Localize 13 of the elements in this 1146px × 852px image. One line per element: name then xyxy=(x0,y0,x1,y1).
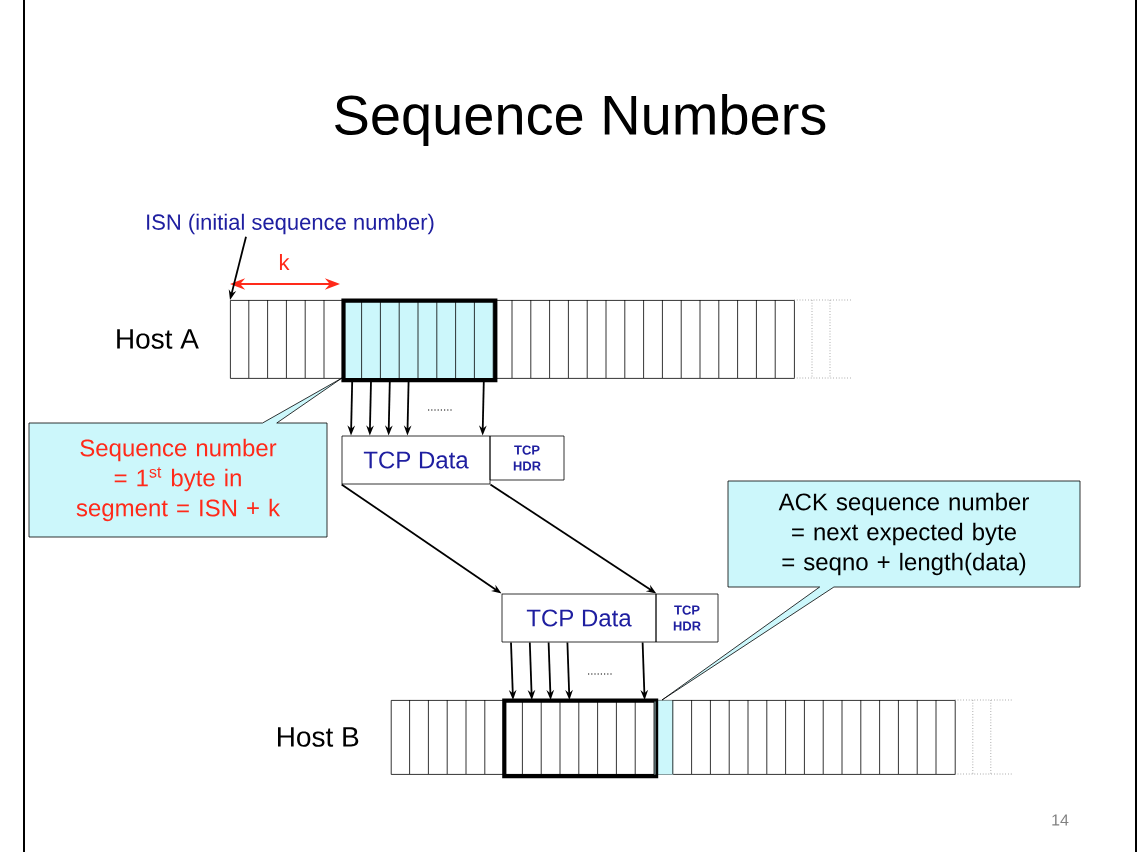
annotation-text: ISN (initial sequence number) xyxy=(147,213,434,235)
data-box: TCP Data xyxy=(501,593,657,643)
segment-box xyxy=(342,300,496,381)
segment-box xyxy=(503,700,657,777)
byte-strip xyxy=(390,700,956,775)
callout-box: Sequence number = 1$^{st}$ byte in segment = ISN + k xyxy=(28,377,343,538)
host-label: Host A xyxy=(117,329,199,349)
dimension-label: k xyxy=(280,254,290,270)
page-number: 14 xyxy=(1052,814,1069,826)
host-label: Host B xyxy=(278,727,359,747)
byte-strip xyxy=(230,300,795,379)
title: Sequence Numbers xyxy=(335,93,826,147)
data-box: TCP Data xyxy=(341,435,491,485)
